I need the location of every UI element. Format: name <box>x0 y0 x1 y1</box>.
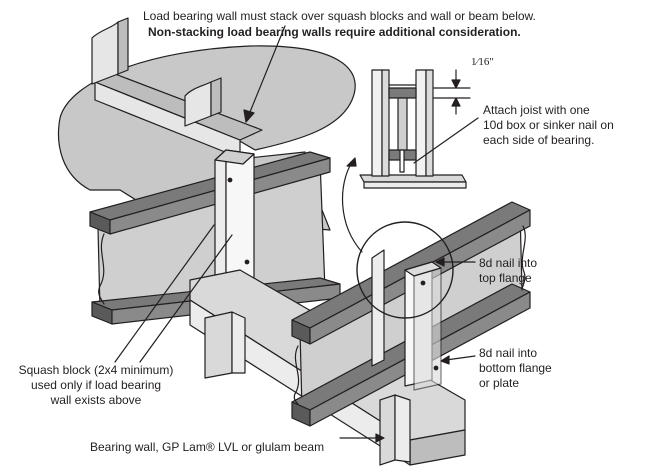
detail-arrow <box>341 161 363 253</box>
squash-block-right <box>371 249 385 367</box>
attach-joist-line-2: 10d box or sinker nail on <box>483 118 614 132</box>
leader-attach-joist <box>413 117 479 164</box>
detail-inset <box>359 69 471 189</box>
leader-squash-1 <box>114 224 215 363</box>
attach-joist-line-1: Attach joist with one <box>483 103 590 117</box>
squash-block-line-1: Squash block (2x4 minimum) <box>18 363 174 377</box>
gap-dimension-label: 1⁄16" <box>471 56 494 68</box>
stud-left <box>91 21 119 85</box>
leader-squash-2 <box>139 234 233 363</box>
top-note: Load bearing wall must stack over squash… <box>143 9 536 23</box>
nail-top-line-2: top flange <box>479 271 532 285</box>
squash-block-line-2: used only if load bearing <box>30 378 162 392</box>
nail-bottom-line-2: bottom flange <box>479 361 552 375</box>
nail-bottom-line-3: or plate <box>479 376 520 390</box>
nail-top-line-1: 8d nail into <box>479 256 538 270</box>
bearing-post-left <box>204 311 233 379</box>
bearing-wall-label: Bearing wall, GP Lam® LVL or glulam beam <box>90 440 325 454</box>
leader-top-note <box>249 25 286 113</box>
squash-block-line-3: wall exists above <box>50 393 142 407</box>
detail-callout-circle <box>356 221 454 319</box>
leader-nail-bottom <box>445 355 476 361</box>
nail-bottom-line-1: 8d nail into <box>479 346 538 360</box>
attach-joist-line-3: each side of bearing. <box>483 133 595 147</box>
top-note-bold: Non-stacking load bearing walls require … <box>148 25 521 39</box>
bearing-post-right <box>379 394 396 466</box>
